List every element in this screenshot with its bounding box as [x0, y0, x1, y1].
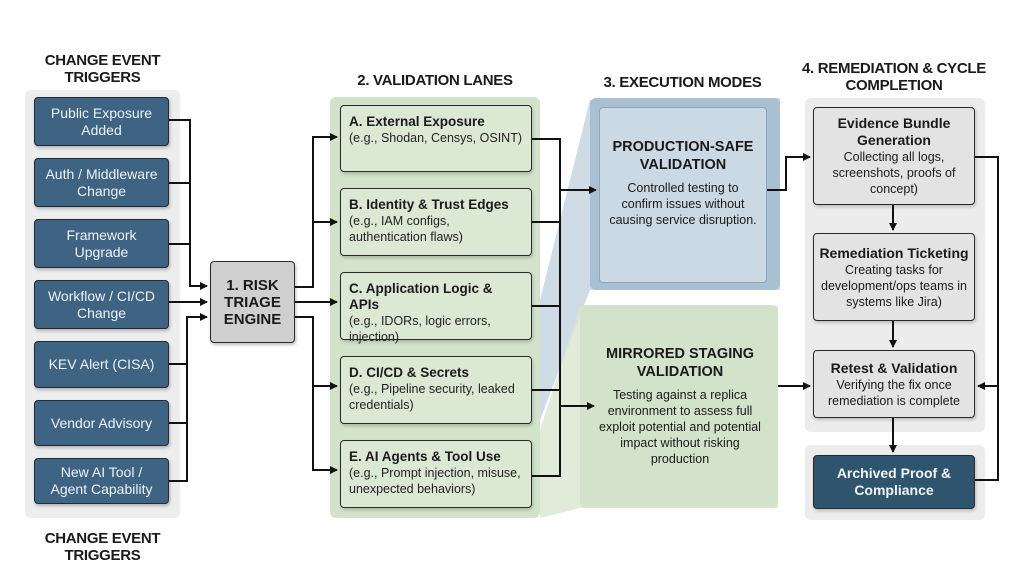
trigger-auth-middleware: Auth / Middleware Change [34, 158, 169, 207]
trigger-label: Auth / Middleware Change [45, 165, 158, 199]
remediation-title: 4. REMEDIATION & CYCLE COMPLETION [802, 60, 986, 94]
lane-title: D. CI/CD & Secrets [349, 365, 470, 380]
evidence-title: Evidence Bundle Generation [837, 115, 951, 148]
retest-desc: Verifying the fix once remediation is co… [827, 377, 960, 408]
lane-external-exposure: A. External Exposure (e.g., Shodan, Censy… [340, 105, 532, 172]
lane-application-logic: C. Application Logic & APIs(e.g., IDORs,… [340, 272, 532, 344]
lane-ai-agents: E. AI Agents & Tool Use (e.g., Prompt inj… [340, 440, 532, 508]
lane-desc: (e.g., IAM configs, authentication flaws… [349, 214, 463, 244]
lane-title: E. AI Agents & Tool Use [349, 449, 501, 464]
lane-identity-trust: B. Identity & Trust Edges (e.g., IAM conf… [340, 188, 532, 256]
production-safe-box: PRODUCTION-SAFE VALIDATION Controlled te… [599, 107, 767, 283]
triage-label: 1. RISK TRIAGE ENGINE [223, 276, 282, 328]
trigger-label: Public Exposure Added [50, 104, 153, 138]
trigger-label: Vendor Advisory [50, 414, 153, 431]
trigger-vendor-advisory: Vendor Advisory [34, 400, 169, 446]
staging-title: MIRRORED STAGING VALIDATION [606, 346, 754, 380]
lane-desc: (e.g., IDORs, logic errors, injection) [349, 314, 491, 344]
risk-triage-engine: 1. RISK TRIAGE ENGINE [210, 261, 295, 343]
modes-title: 3. EXECUTION MODES [603, 74, 762, 91]
staging-desc: Testing against a replica environment to… [599, 388, 761, 466]
ticketing-desc: Creating tasks for development/ops teams… [821, 262, 967, 309]
lane-title: A. External Exposure [349, 114, 485, 129]
lane-desc: (e.g., Shodan, Censys, OSINT) [349, 131, 522, 145]
archived-proof-box: Archived Proof & Compliance [813, 455, 975, 509]
trigger-framework-upgrade: Framework Upgrade [34, 219, 169, 268]
lanes-title: 2. VALIDATION LANES [357, 72, 513, 89]
staging-panel [580, 305, 778, 508]
lane-cicd-secrets: D. CI/CD & Secrets (e.g., Pipeline securi… [340, 356, 532, 424]
lane-title: C. Application Logic & APIs [349, 281, 493, 312]
lane-title: B. Identity & Trust Edges [349, 197, 509, 212]
evidence-desc: Collecting all logs, screenshots, proofs… [832, 150, 956, 196]
lane-desc: (e.g., Prompt injection, misuse, unexpec… [349, 466, 521, 496]
production-desc: Controlled testing to confirm issues wit… [609, 181, 757, 227]
triggers-title-bottom: CHANGE EVENT TRIGGERS [44, 530, 161, 564]
retest-title: Retest & Validation [830, 359, 958, 376]
trigger-label: KEV Alert (CISA) [48, 356, 155, 372]
triggers-title: CHANGE EVENT TRIGGERS [44, 52, 161, 86]
ticketing-title: Remediation Ticketing [819, 244, 969, 261]
archive-title: Archived Proof & Compliance [836, 465, 952, 498]
lane-desc: (e.g., Pipeline security, leaked credent… [349, 382, 515, 412]
trigger-new-ai-tool: New AI Tool / Agent Capability [34, 458, 169, 504]
mirrored-staging-box: MIRRORED STAGING VALIDATION Testing agai… [590, 345, 770, 467]
production-title: PRODUCTION-SAFE VALIDATION [612, 139, 754, 173]
trigger-public-exposure: Public Exposure Added [34, 97, 169, 146]
trigger-label: Workflow / CI/CD Change [47, 287, 156, 321]
trigger-label: Framework Upgrade [66, 226, 137, 260]
trigger-workflow-cicd: Workflow / CI/CD Change [34, 280, 169, 329]
trigger-kev-alert: KEV Alert (CISA) [34, 341, 169, 388]
trigger-label: New AI Tool / Agent Capability [50, 464, 153, 497]
